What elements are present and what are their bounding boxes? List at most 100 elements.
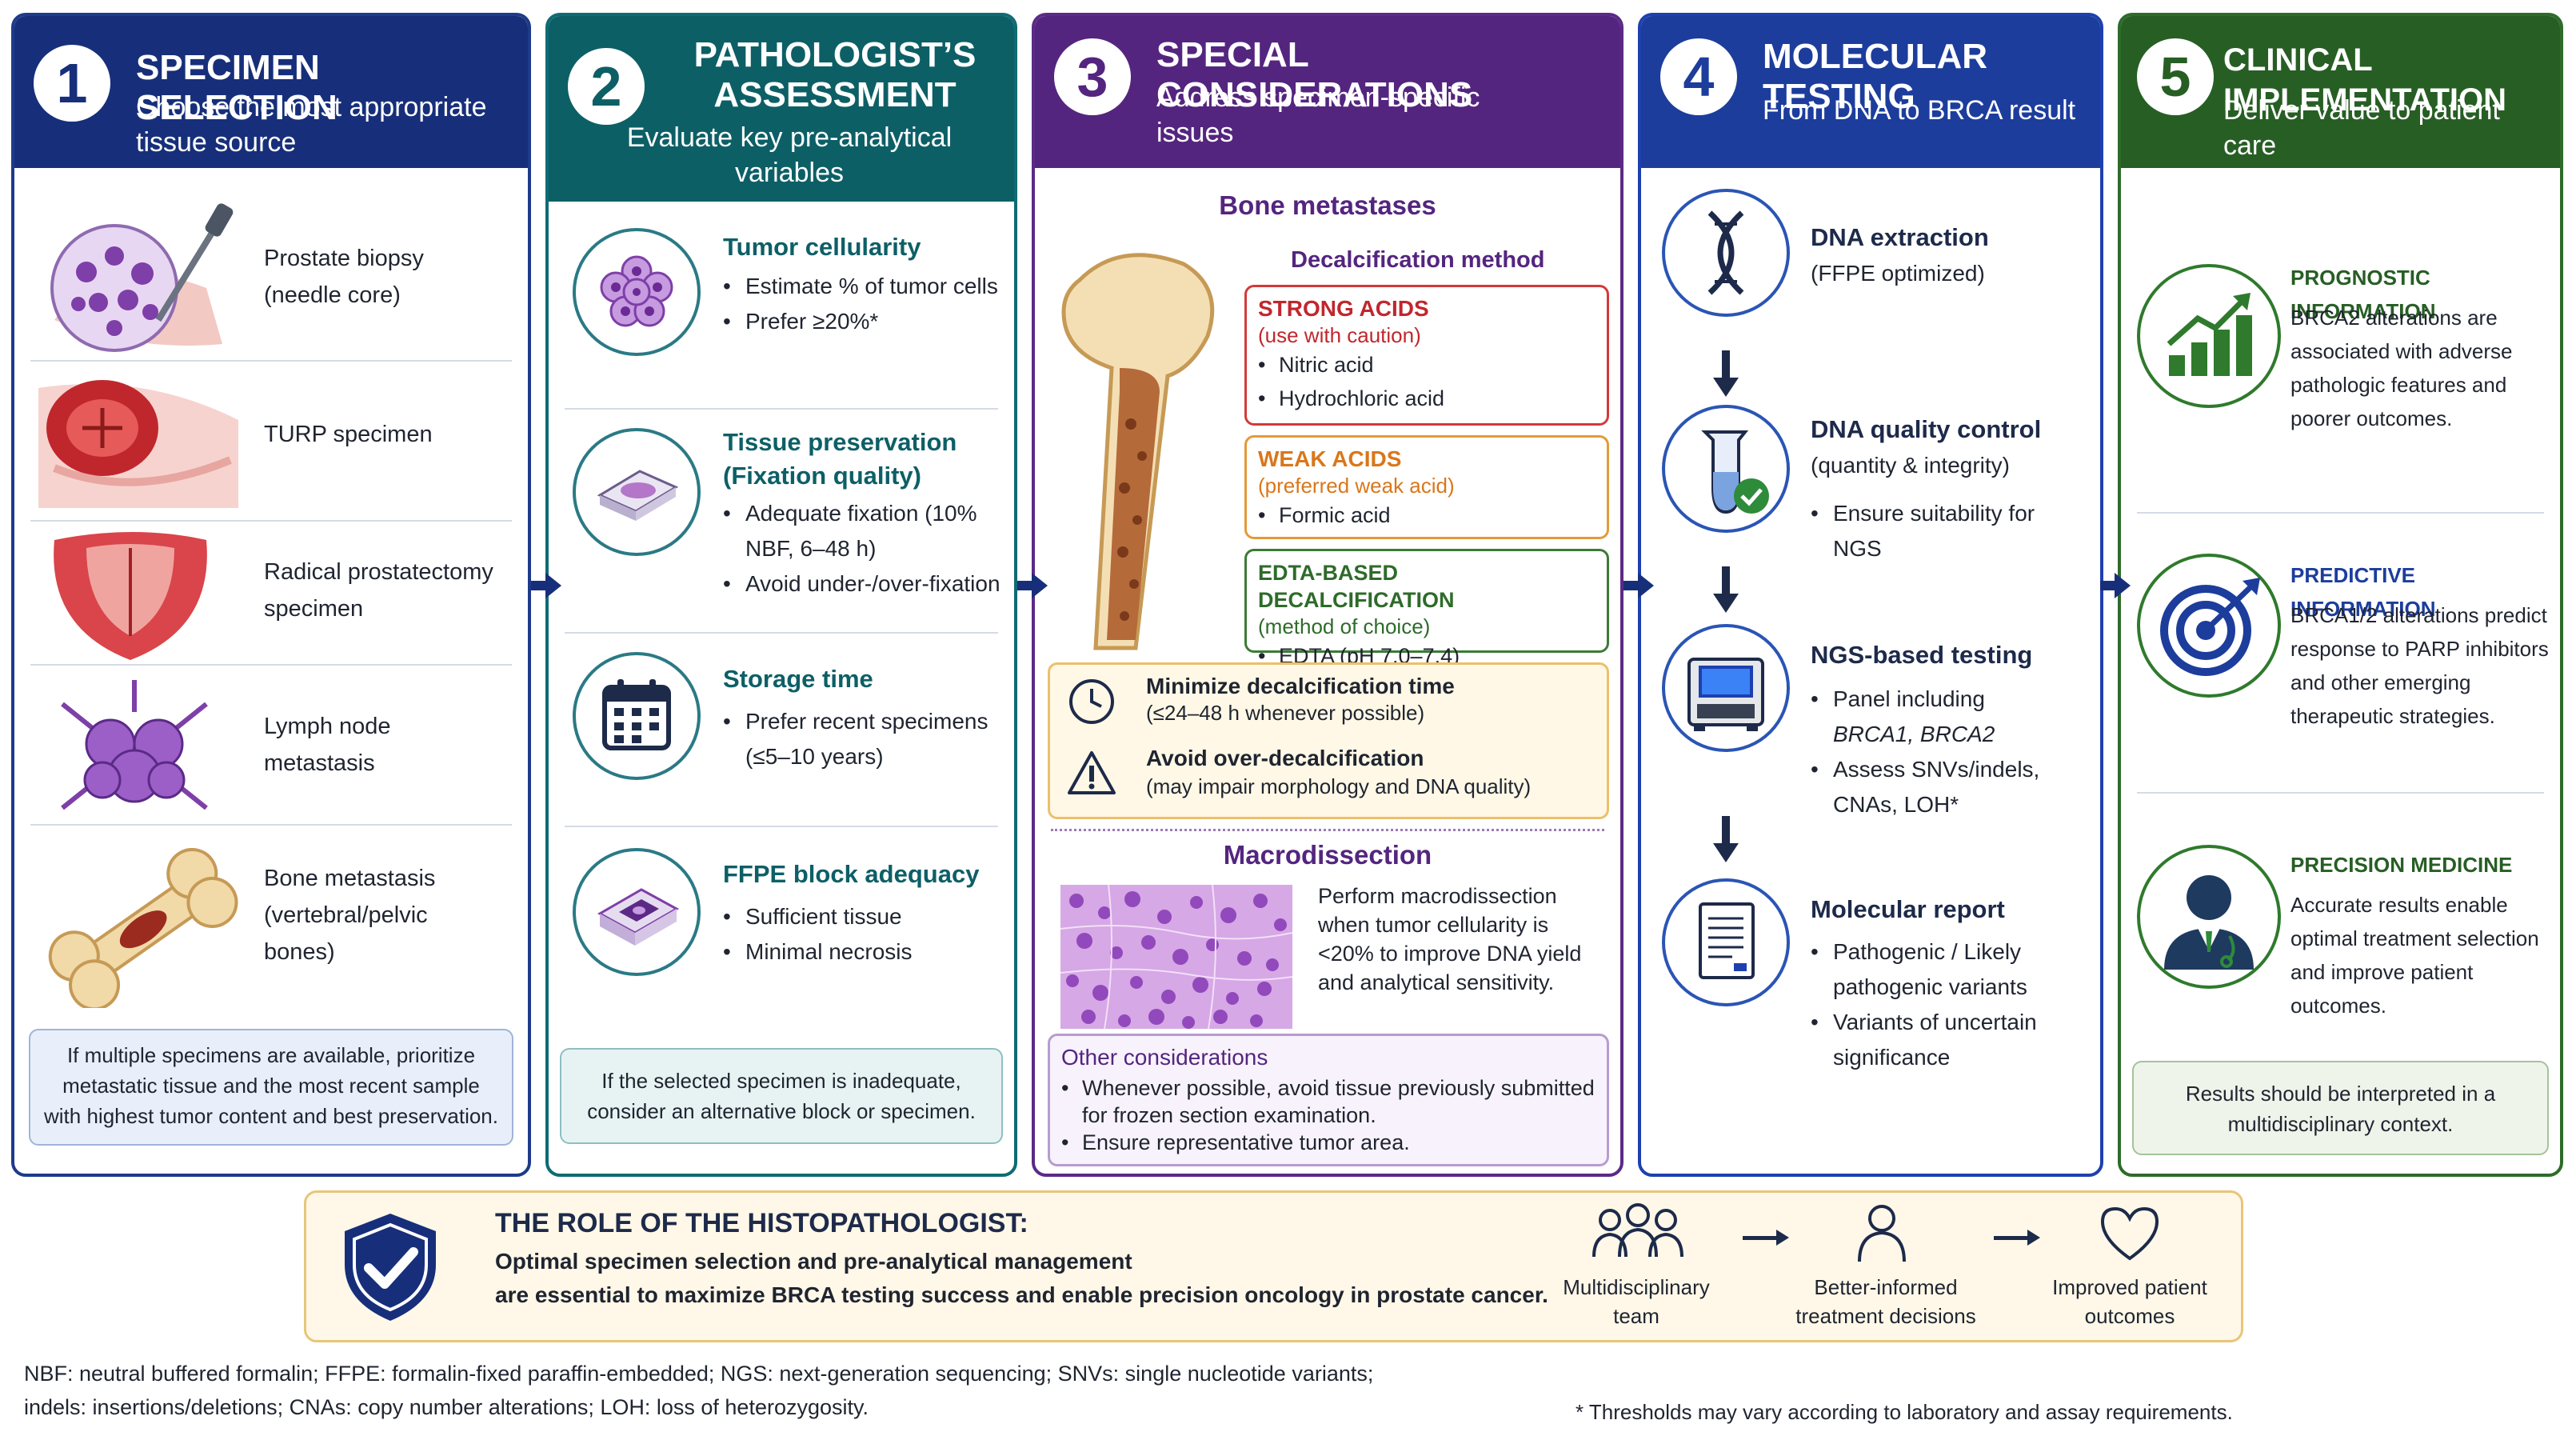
divider: [30, 664, 512, 666]
flow-label: Multidisciplinary team: [1563, 1275, 1710, 1328]
column-special-considerations: 3 Special Considerations Address specime…: [1032, 13, 1623, 1177]
strong-acids-box: STRONG ACIDS (use with caution) Nitric a…: [1244, 285, 1609, 426]
ffpe-block-icon: [573, 848, 701, 976]
section-title: Storage time: [723, 665, 873, 693]
specimen-label: Lymph node metastasis: [264, 714, 391, 776]
clock-icon: [1066, 676, 1117, 731]
right-arrow-icon: [1017, 573, 1048, 598]
right-arrow-icon: [531, 573, 561, 598]
section-title: PRECISION MEDICINE: [2290, 853, 2513, 877]
assessment-note: If the selected specimen is inadequate, …: [560, 1048, 1003, 1144]
sequencer-icon: [1662, 624, 1790, 752]
clinical-note: Results should be interpreted in a multi…: [2132, 1061, 2549, 1155]
step-number: 5: [2137, 38, 2214, 115]
bone-icon: [38, 847, 246, 1012]
bullet-list: Sufficient tissue Minimal necrosis: [723, 899, 1011, 970]
section-title: Tumor cellularity: [723, 233, 921, 261]
box-title: EDTA-BASED DECALCIFICATION: [1258, 561, 1455, 612]
column-title: Clinical Implementation: [2223, 42, 2507, 118]
box-subtitle: (preferred weak acid): [1258, 474, 1455, 498]
bone-metastases-title: Bone metastases: [1219, 190, 1436, 220]
step-number: 2: [568, 48, 645, 125]
step-number: 4: [1660, 38, 1737, 115]
person-icon: [1850, 1201, 1914, 1269]
section-title: PREDICTIVE INFORMATION: [2290, 563, 2436, 621]
heart-icon: [2098, 1204, 2162, 1266]
step-subtitle: (quantity & integrity): [1811, 453, 2010, 478]
warning-subtitle: (may impair morphology and DNA quality): [1146, 774, 1532, 798]
prostate-biopsy-icon: [38, 200, 238, 364]
warning-title: Avoid over-decalcification: [1146, 746, 1424, 770]
bullet-text: Panel including: [1833, 686, 1985, 711]
tissue-slide-icon: [573, 428, 701, 556]
column-header: 4 Molecular Testing From DNA to BRCA res…: [1641, 16, 2100, 168]
dna-icon: [1662, 189, 1790, 317]
weak-acids-box: WEAK ACIDS (preferred weak acid) Formic …: [1244, 435, 1609, 539]
bullet: Variants of uncertain significance: [1811, 1005, 2075, 1075]
divider: [30, 824, 512, 826]
abbreviations-line: indels: insertions/deletions; CNAs: copy…: [24, 1395, 869, 1419]
specimen-label: Prostate biopsy (needle core): [264, 246, 424, 308]
bullet-list: Estimate % of tumor cells Prefer ≥20%*: [723, 269, 1003, 339]
other-considerations-box: Other considerations Whenever possible, …: [1048, 1034, 1609, 1166]
right-arrow-icon: [2100, 573, 2131, 598]
specimen-label: Bone metastasis (vertebral/pelvic bones): [264, 866, 436, 965]
threshold-footnote: * Thresholds may vary according to labor…: [1576, 1400, 2233, 1424]
macrodissection-title: Macrodissection: [1223, 840, 1432, 870]
step-title: DNA quality control: [1811, 415, 2042, 443]
gene-names: BRCA1, BRCA2: [1833, 722, 1995, 746]
divider: [30, 360, 512, 362]
specimen-note: If multiple specimens are available, pri…: [29, 1029, 513, 1146]
right-arrow-icon: [1623, 573, 1654, 598]
bullet: Formic acid: [1258, 498, 1596, 532]
box-title: Other considerations: [1061, 1045, 1268, 1070]
column-subtitle: Choose the most appropriate tissue sourc…: [136, 92, 487, 158]
divider: [30, 520, 512, 522]
bullet: Nitric acid: [1258, 348, 1596, 382]
bullet: Avoid under-/over-fixation: [723, 566, 1011, 602]
down-arrow-icon: [1713, 350, 1739, 397]
growth-chart-icon: [2137, 264, 2281, 408]
turp-icon: [38, 372, 238, 512]
lymph-node-icon: [46, 680, 222, 828]
column-clinical-implementation: 5 Clinical Implementation Deliver value …: [2118, 13, 2563, 1177]
step-title: Molecular report: [1811, 895, 2005, 923]
banner-title: THE ROLE OF THE HISTOPATHOLOGIST:: [495, 1208, 1028, 1238]
report-icon: [1662, 878, 1790, 1006]
specimen-label: TURP specimen: [264, 422, 433, 447]
decalcification-title: Decalcification method: [1291, 247, 1545, 273]
bullet: Assess SNVs/indels, CNAs, LOH*: [1811, 752, 2075, 822]
section-text: BRCA2 alterations are associated with ad…: [2290, 306, 2513, 430]
column-molecular-testing: 4 Molecular Testing From DNA to BRCA res…: [1638, 13, 2103, 1177]
column-title: Specimen Selection: [136, 48, 337, 127]
section-text: BRCA1/2 alterations predict response to …: [2290, 603, 2549, 728]
macrodissection-text: Perform macrodissection when tumor cellu…: [1318, 884, 1582, 994]
box-subtitle: (method of choice): [1258, 614, 1431, 638]
bullet: Prefer ≥20%*: [723, 304, 1003, 339]
column-subtitle: Deliver value to patient care: [2223, 95, 2500, 161]
down-arrow-icon: [1713, 566, 1739, 613]
bullet-list: Pathogenic / Likely pathogenic variants …: [1811, 934, 2075, 1075]
bullet: Adequate fixation (10% NBF, 6–48 h): [723, 496, 1011, 566]
calendar-icon: [573, 652, 701, 780]
bullet: Estimate % of tumor cells: [723, 269, 1003, 304]
column-header: 2 Pathologist’s Assessment Evaluate key …: [549, 16, 1014, 202]
step-title: NGS-based testing: [1811, 641, 2033, 669]
shield-check-icon: [330, 1207, 450, 1331]
section-title: Tissue preservation (Fixation quality): [723, 428, 957, 490]
flow-label: Improved patient outcomes: [2052, 1275, 2207, 1328]
warning-icon: [1066, 748, 1117, 803]
column-header: 5 Clinical Implementation Deliver value …: [2121, 16, 2560, 168]
column-subtitle: From DNA to BRCA result: [1763, 95, 2076, 126]
warning-title: Minimize decalcification time: [1146, 674, 1455, 698]
column-title: Pathologist’s Assessment: [693, 35, 976, 114]
cells-icon: [573, 228, 701, 356]
doctor-icon: [2137, 845, 2281, 989]
histopathologist-role-banner: THE ROLE OF THE HISTOPATHOLOGIST: Optima…: [304, 1190, 2243, 1342]
step-number: 3: [1054, 38, 1131, 115]
column-subtitle: Evaluate key pre-analytical variables: [626, 122, 953, 188]
step-number: 1: [34, 45, 110, 122]
bullet: Whenever possible, avoid tissue previous…: [1061, 1074, 1596, 1129]
